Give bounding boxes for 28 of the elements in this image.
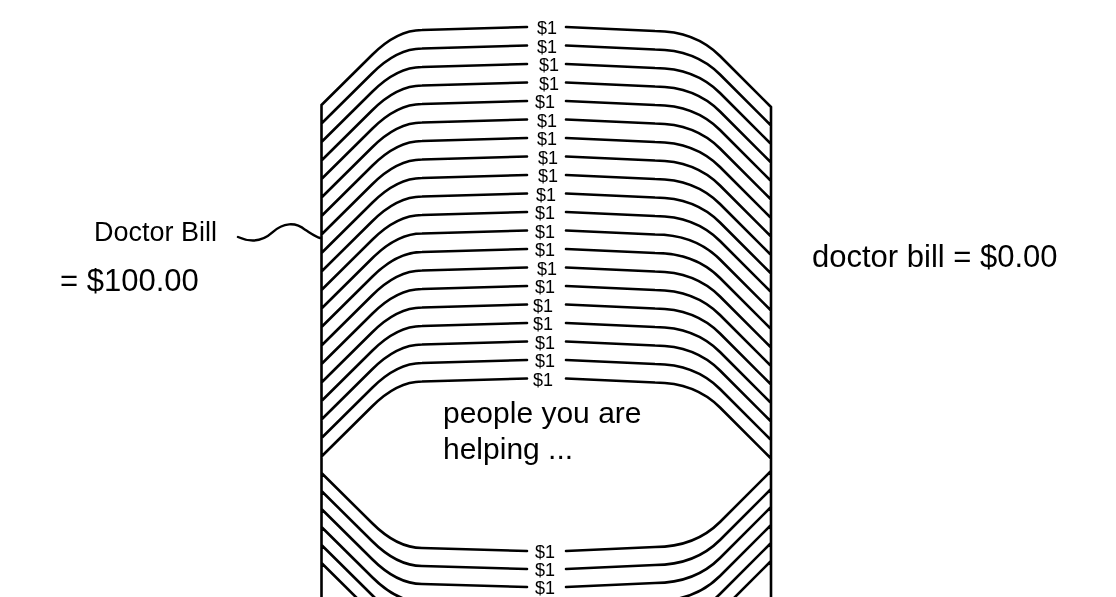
leader-line <box>236 223 322 242</box>
dollar-label: $1 <box>533 370 554 389</box>
dollar-label: $1 <box>538 167 559 185</box>
dollar-label: $1 <box>538 148 559 167</box>
dollar-label: $1 <box>533 296 554 315</box>
dollar-label: $1 <box>536 185 557 204</box>
dollar-label: $1 <box>537 19 558 37</box>
dollar-label: $1 <box>535 543 556 561</box>
dollar-label: $1 <box>535 333 556 352</box>
dollar-label: $1 <box>539 74 560 93</box>
dollar-label: $1 <box>539 56 560 74</box>
amount-text: = $100.00 <box>60 264 199 298</box>
dollar-label: $1 <box>535 222 556 241</box>
callout-text: Doctor Bill <box>94 217 218 247</box>
dollar-label: $1 <box>535 561 556 579</box>
dollar-label: $1 <box>537 37 558 56</box>
dollar-label: $1 <box>537 259 558 278</box>
dollar-label: $1 <box>537 111 558 130</box>
dollar-label: $1 <box>535 579 556 597</box>
amount-text: doctor bill = $0.00 <box>812 240 1058 274</box>
dollar-label: $1 <box>535 352 556 370</box>
dollar-label: $1 <box>535 204 556 222</box>
dollar-label: $1 <box>535 278 556 296</box>
dollar-label: $1 <box>535 93 556 111</box>
note-text: people you are helping ... <box>443 395 643 467</box>
dollar-label: $1 <box>533 315 554 333</box>
dollar-label: $1 <box>537 130 558 148</box>
dollar-label: $1 <box>535 241 556 259</box>
